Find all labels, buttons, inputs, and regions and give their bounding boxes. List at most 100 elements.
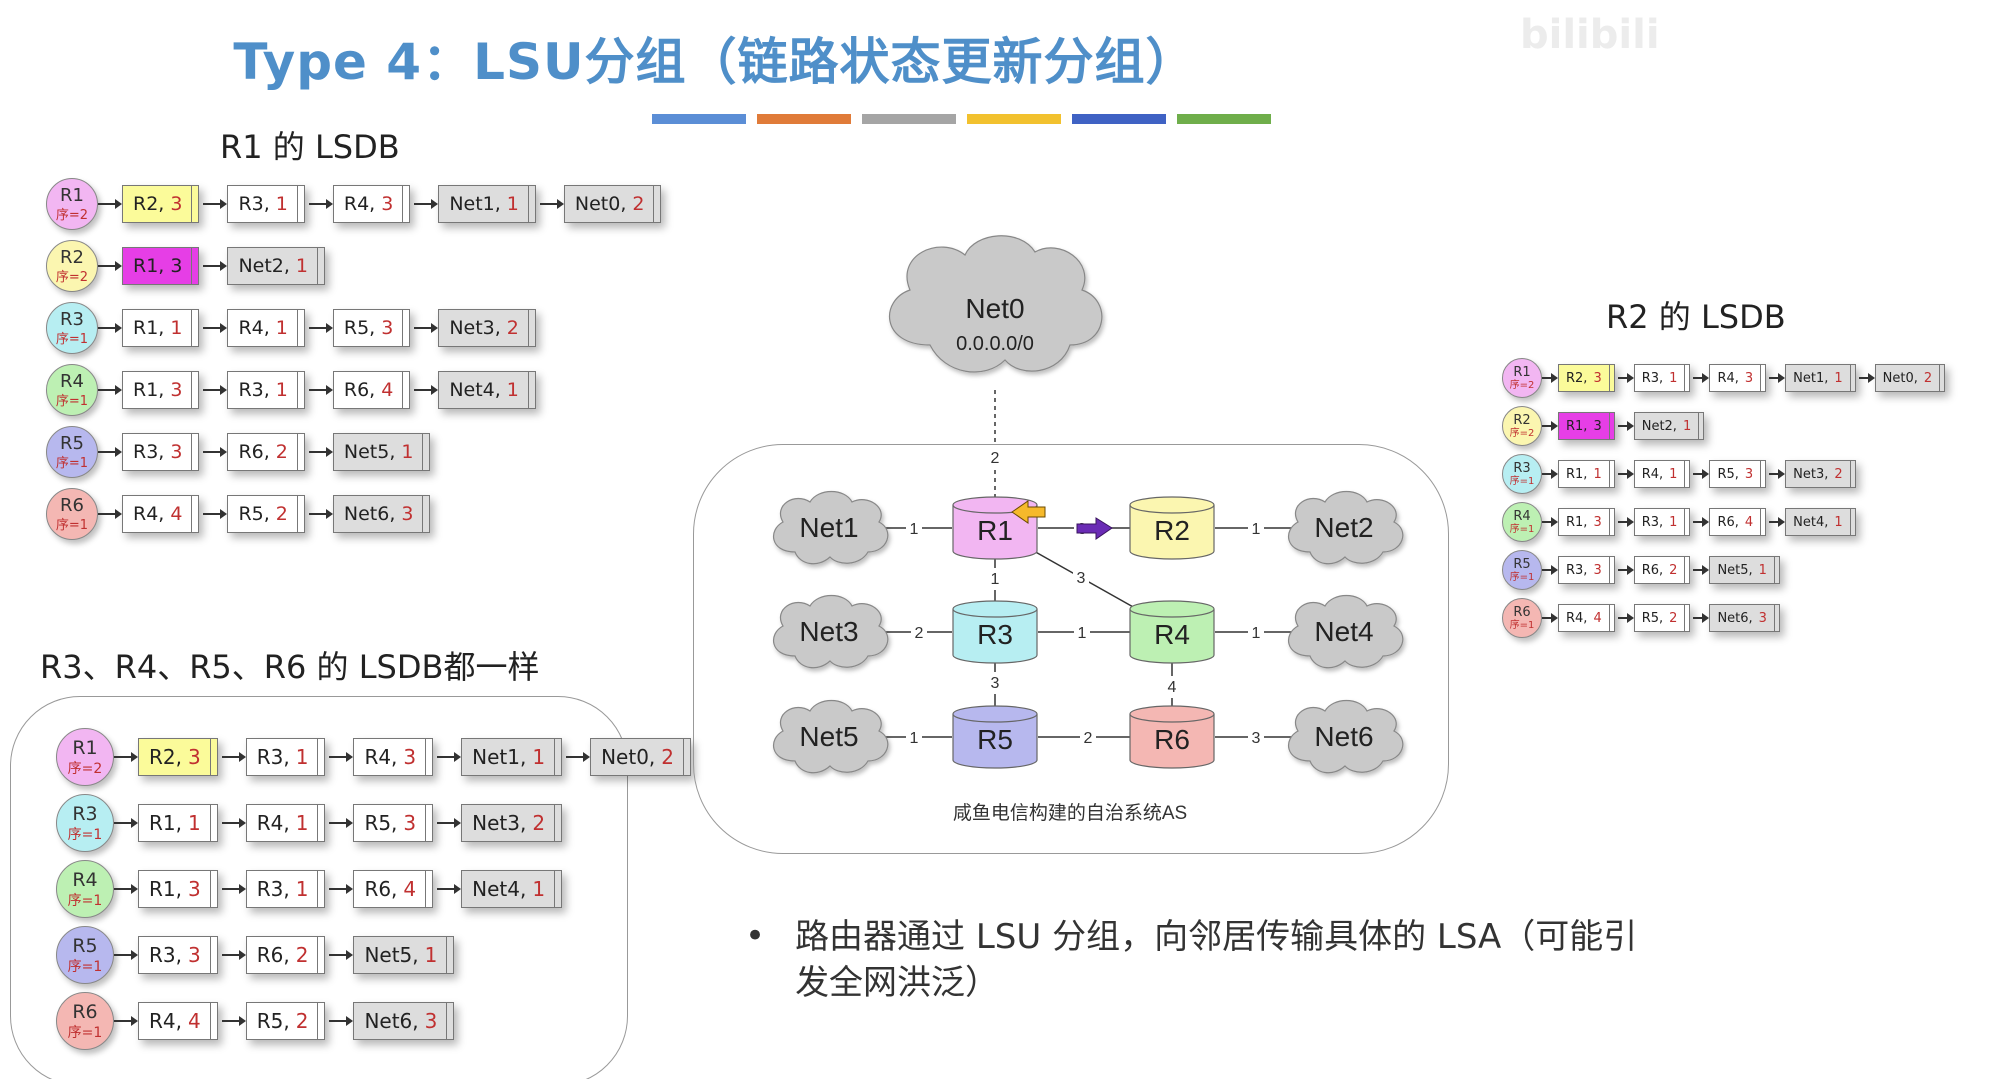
cost-r3-r4: 1	[1078, 625, 1087, 642]
lsdb-node-name: R4	[72, 868, 98, 891]
lsa-cost: 3	[170, 255, 183, 277]
router-r2: R2	[1129, 496, 1215, 560]
lsa-cost: 3	[401, 503, 414, 525]
lsdb-arrow	[114, 752, 138, 762]
lsa-cost: 1	[1593, 466, 1602, 482]
lsa-neighbor: R2,	[1566, 370, 1588, 386]
lsa-neighbor: Net2,	[238, 255, 290, 277]
lsdb-arrow	[98, 447, 122, 457]
lsdb-arrow	[308, 509, 333, 519]
lsa-entry: R3,1	[245, 870, 326, 908]
lsa-cost: 1	[1834, 370, 1843, 386]
lsdb-arrow	[1542, 469, 1558, 479]
lsa-neighbor: Net0,	[601, 745, 656, 769]
lsa-entry: Net5,1	[353, 936, 455, 974]
lsa-neighbor: R4,	[1641, 466, 1664, 482]
lsa-neighbor: Net3,	[472, 811, 527, 835]
lsdb-arrow	[221, 884, 246, 894]
net4-cloud	[1288, 594, 1404, 669]
lsdb-arrow	[114, 884, 138, 894]
cost-r5-r6: 2	[1084, 730, 1093, 747]
lsa-neighbor: R5,	[238, 503, 270, 525]
lsdb-node-name: R3	[72, 802, 98, 825]
lsa-entry: R6,2	[227, 433, 305, 471]
lsa-entry: R1,1	[138, 804, 218, 842]
lsdb-arrow	[308, 385, 333, 395]
lsa-cost: 2	[661, 745, 675, 769]
lsa-entry: R4,3	[332, 185, 411, 223]
lsa-neighbor: R1,	[1566, 418, 1588, 434]
lsa-entry: R4,4	[1558, 604, 1615, 632]
lsa-entry: Net4,1	[461, 870, 563, 908]
net2-label: Net2	[1314, 512, 1373, 543]
lsa-cost: 3	[1593, 418, 1602, 434]
lsa-entry: R2,3	[138, 738, 218, 776]
lsa-neighbor: Net3,	[1793, 466, 1829, 482]
lsa-entry: Net6,3	[1709, 604, 1780, 632]
lsdb-arrow	[114, 1016, 138, 1026]
lsa-neighbor: R1,	[133, 255, 165, 277]
color-bar-segment	[1072, 114, 1166, 124]
lsa-entry: Net3,2	[438, 309, 536, 347]
lsa-neighbor: Net1,	[449, 193, 501, 215]
lsdb-node-name: R1	[72, 736, 98, 759]
links	[878, 390, 1295, 738]
lsa-neighbor: R5,	[1717, 466, 1739, 482]
lsa-cost: 1	[1669, 370, 1678, 386]
lsa-cost: 1	[532, 745, 546, 769]
others-lsdb-box	[10, 696, 628, 1079]
lsdb-node-seq: 序=1	[67, 892, 103, 909]
lsa-neighbor: R4,	[149, 1009, 182, 1033]
lsa-neighbor: R4,	[364, 745, 398, 769]
lsa-cost: 3	[187, 943, 201, 967]
lsdb-node-seq: 序=2	[1509, 379, 1535, 391]
lsa-entry: R1,3	[122, 247, 200, 285]
router-r6: R6	[1129, 705, 1215, 769]
lsa-neighbor: Net6,	[343, 503, 396, 525]
lsa-cost: 2	[506, 317, 519, 339]
lsa-cost: 2	[532, 811, 546, 835]
lsa-neighbor: R2,	[133, 193, 165, 215]
lsdb-arrow	[203, 323, 228, 333]
lsa-entry: R1,1	[122, 309, 200, 347]
lsa-entry: R3,1	[245, 738, 326, 776]
lsdb-arrow	[221, 752, 246, 762]
net0-label: Net0	[965, 293, 1024, 324]
lsa-entry: Net3,2	[461, 804, 563, 842]
lsu-arrow-to-r1	[1011, 500, 1046, 524]
lsdb-arrow	[1542, 373, 1558, 383]
lsa-entry: Net3,2	[1785, 460, 1856, 488]
lsdb-arrow	[1769, 517, 1786, 527]
bullet-text: 路由器通过 LSU 分组，向邻居传输具体的 LSA（可能引 发全网洪泛）	[795, 914, 1637, 1006]
lsa-entry: R3,3	[1558, 556, 1615, 584]
lsa-cost: 3	[381, 317, 394, 339]
lsa-cost: 3	[170, 379, 183, 401]
lsa-neighbor: R4,	[133, 503, 165, 525]
lsa-neighbor: R2,	[149, 745, 182, 769]
lsdb-arrow	[437, 818, 462, 828]
cost-r6-net6: 3	[1252, 730, 1261, 747]
lsa-entry: Net6,3	[332, 495, 431, 533]
lsdb-arrow	[329, 950, 354, 960]
lsdb-arrow	[566, 752, 591, 762]
lsa-neighbor: R4,	[343, 193, 376, 215]
lsa-cost: 4	[381, 379, 394, 401]
lsdb-arrow	[308, 447, 333, 457]
cost-net3-r3: 2	[915, 625, 924, 642]
lsdb-node-seq: 序=1	[55, 393, 89, 409]
lsdb-node-name: R4	[60, 370, 84, 392]
lsa-cost: 1	[275, 317, 288, 339]
as-caption: 咸鱼电信构建的自治系统AS	[953, 802, 1187, 824]
lsdb-arrow	[1693, 469, 1710, 479]
lsa-neighbor: Net5,	[343, 441, 396, 463]
router-label: R6	[1154, 724, 1190, 755]
